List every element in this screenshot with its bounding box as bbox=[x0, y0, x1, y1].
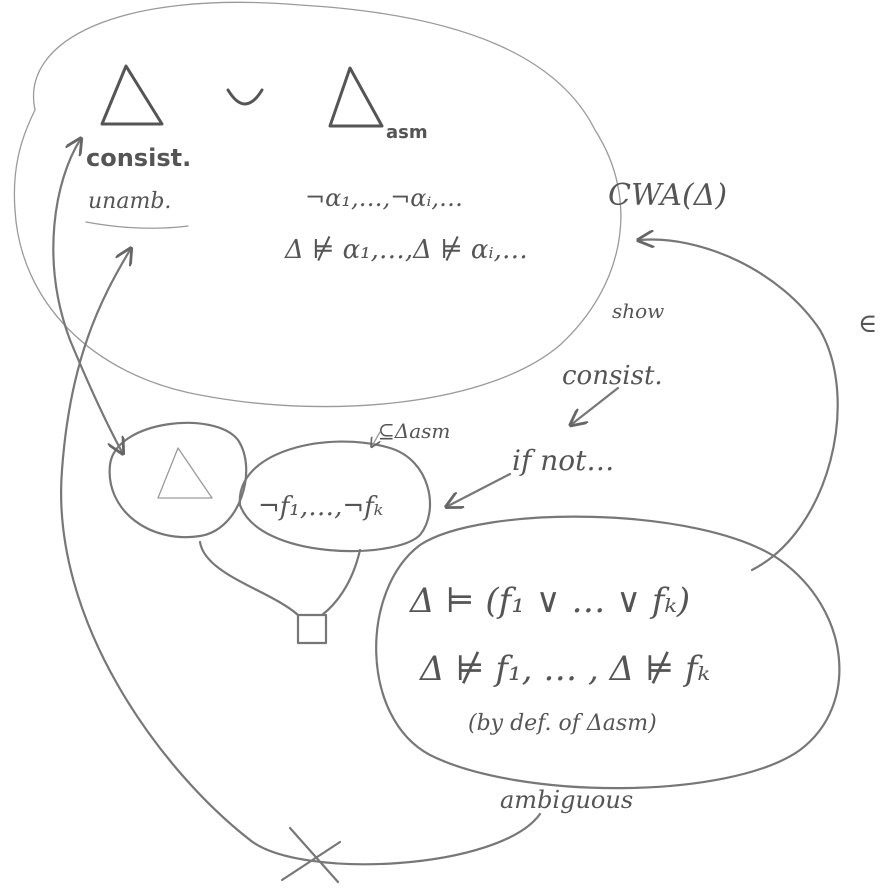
cwa-loop-arrow bbox=[640, 240, 839, 572]
elem-symbol: ∈ bbox=[858, 309, 877, 339]
consist-to-delta-arrow bbox=[52, 140, 122, 452]
delta-symbol-middle bbox=[157, 447, 213, 499]
not-entails-each: Δ ⊭ f₁, … , Δ ⊭ fₖ bbox=[418, 649, 710, 689]
by-def-note: (by def. of Δasm) bbox=[468, 711, 657, 736]
join-stem bbox=[198, 540, 362, 617]
negated-alphas: ¬α₁,…,¬αᵢ,… bbox=[305, 184, 463, 212]
consist-label: consist. bbox=[86, 144, 191, 172]
delta-asm-symbol bbox=[328, 66, 384, 128]
if-not-label: if not… bbox=[512, 444, 614, 477]
subset-delta-asm: ⊆Δasm bbox=[378, 419, 450, 443]
delta-blob bbox=[108, 421, 248, 539]
ambiguous-label: ambiguous bbox=[500, 786, 633, 814]
ambiguous-cross-mark bbox=[280, 826, 342, 884]
subset-arrow bbox=[372, 431, 381, 446]
cwa-label: CWA(Δ) bbox=[608, 178, 727, 213]
result-box bbox=[296, 613, 328, 645]
ambiguous-return-arrow bbox=[60, 250, 542, 866]
consist-to-ifnot-arrow bbox=[572, 386, 620, 424]
not-entails-alphas: Δ ⊭ α₁,…,Δ ⊭ αᵢ,… bbox=[284, 235, 528, 265]
negations-label: ¬f₁,…,¬fₖ bbox=[258, 492, 383, 522]
negations-blob bbox=[238, 440, 432, 553]
consist-middle-label: consist. bbox=[562, 361, 663, 391]
ifnot-to-negations-arrow bbox=[448, 472, 512, 506]
unamb-label: unamb. bbox=[88, 189, 171, 214]
entails-disjunction: Δ ⊨ (f₁ ∨ … ∨ fₖ) bbox=[408, 581, 690, 621]
top-region-blob bbox=[13, 1, 622, 408]
union-symbol bbox=[226, 88, 264, 106]
asm-subscript: asm bbox=[386, 122, 428, 143]
delta-symbol-top bbox=[100, 64, 164, 126]
bottom-region-blob bbox=[375, 515, 841, 790]
show-label: show bbox=[612, 299, 664, 323]
unamb-underline bbox=[85, 221, 189, 229]
